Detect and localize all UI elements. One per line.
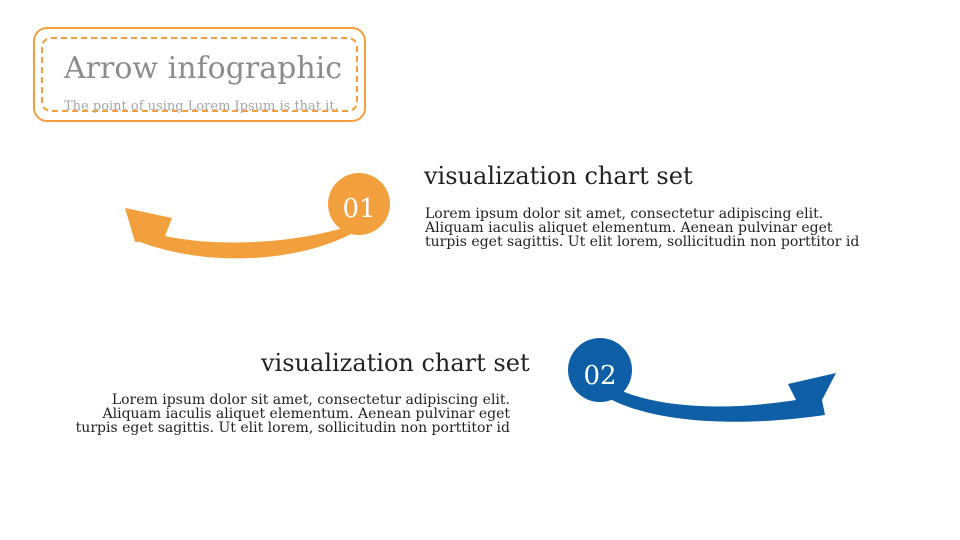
page-subtitle: The point of using Lorem Ipsum is that i… xyxy=(64,99,339,114)
badge-02: 02 xyxy=(568,338,632,402)
badge-number-02: 02 xyxy=(583,361,616,391)
item-1-heading: visualization chart set xyxy=(424,162,693,190)
item-2-heading: visualization chart set xyxy=(261,349,530,377)
curved-arrow-left-icon xyxy=(125,208,365,259)
title-box: Arrow infographic The point of using Lor… xyxy=(33,27,366,122)
badge-number-01: 01 xyxy=(342,194,375,224)
page-title: Arrow infographic xyxy=(64,51,343,86)
title-dashed-frame xyxy=(41,37,358,112)
item-1-body: Lorem ipsum dolor sit amet, consectetur … xyxy=(425,206,860,250)
item-2-body: Lorem ipsum dolor sit amet, consectetur … xyxy=(75,392,510,436)
curved-arrow-right-icon xyxy=(590,373,836,422)
badge-01: 01 xyxy=(328,173,390,235)
